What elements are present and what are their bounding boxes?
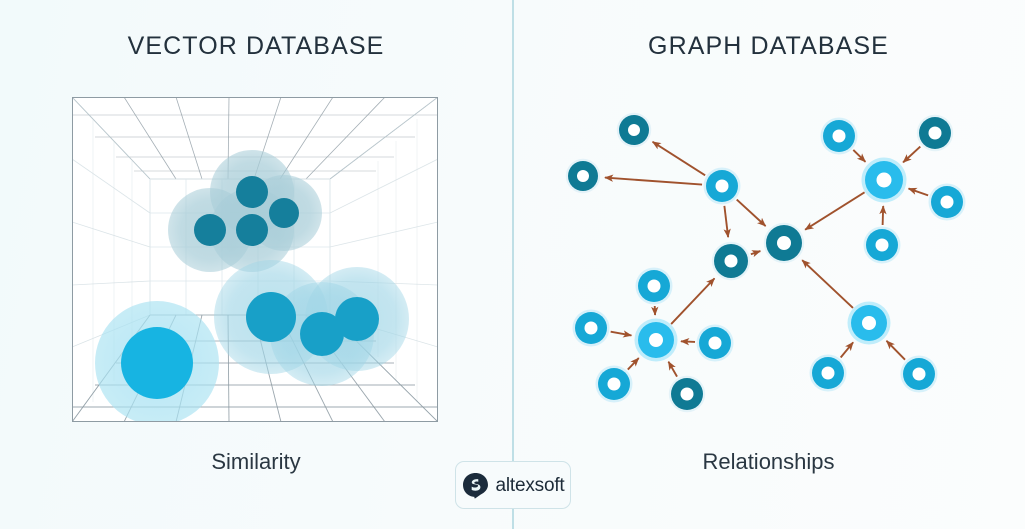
graph-edge xyxy=(604,174,703,186)
graph-edge xyxy=(839,341,854,359)
page-title-graph-database: GRAPH DATABASE xyxy=(648,32,889,60)
caption-similarity: Similarity xyxy=(211,449,301,474)
node-center xyxy=(715,179,729,193)
graph-edge xyxy=(670,277,716,325)
node-link-graph-svg xyxy=(565,112,966,413)
node-right-c[interactable] xyxy=(928,183,966,221)
graph-edge xyxy=(723,205,731,238)
node-center xyxy=(821,366,835,380)
node-center xyxy=(584,321,598,335)
vector-cluster-outlier xyxy=(95,301,219,422)
node-center xyxy=(862,316,876,330)
panel-divider xyxy=(512,0,514,529)
node-center xyxy=(928,126,942,140)
altexsoft-logo-icon xyxy=(462,472,488,498)
node-left-hub[interactable] xyxy=(634,318,678,362)
page-title-vector-database: VECTOR DATABASE xyxy=(127,32,385,60)
graph-edge xyxy=(879,205,887,226)
altexsoft-logo-badge[interactable]: altexsoft xyxy=(455,461,571,509)
graph-edge xyxy=(750,250,762,258)
node-center xyxy=(649,333,663,347)
vector-cluster-top xyxy=(168,150,322,272)
graph-edges xyxy=(604,141,929,378)
node-center xyxy=(607,377,621,391)
node-left-a[interactable] xyxy=(635,267,673,305)
node-center xyxy=(577,170,589,182)
graph-edge xyxy=(610,330,633,338)
vector-database-illustration xyxy=(72,97,438,422)
node-far-left[interactable] xyxy=(565,158,601,194)
node-center xyxy=(876,172,892,188)
node-center-hub[interactable] xyxy=(763,222,805,264)
node-center xyxy=(680,387,694,401)
node-right-b[interactable] xyxy=(916,114,954,152)
node-bottom-hub[interactable] xyxy=(847,301,891,345)
node-center xyxy=(875,238,889,252)
graph-database-illustration xyxy=(548,98,988,428)
node-center xyxy=(912,367,926,381)
node-center xyxy=(832,129,846,143)
caption-relationships: Relationships xyxy=(702,449,835,474)
graph-edge xyxy=(801,259,854,309)
vector-cluster-middle xyxy=(214,260,409,386)
graph-edge xyxy=(902,145,921,164)
node-center xyxy=(777,236,791,250)
graph-edge xyxy=(667,360,678,378)
node-center xyxy=(724,254,738,268)
node-left-c[interactable] xyxy=(595,365,633,403)
node-right-d[interactable] xyxy=(863,226,901,264)
node-center xyxy=(628,124,640,136)
altexsoft-logo-text: altexsoft xyxy=(495,474,565,496)
node-center xyxy=(708,336,722,350)
graph-edge xyxy=(736,198,767,227)
graph-edge xyxy=(627,357,640,371)
node-top-left-a[interactable] xyxy=(616,112,652,148)
node-center xyxy=(647,279,661,293)
graph-edge xyxy=(907,187,929,197)
node-bottom-b[interactable] xyxy=(900,355,938,393)
node-right-hub[interactable] xyxy=(861,157,907,203)
graph-edge xyxy=(885,340,906,361)
node-branch-lower[interactable] xyxy=(711,241,751,281)
node-right-a[interactable] xyxy=(820,117,858,155)
graph-edge xyxy=(651,141,706,177)
graph-edge xyxy=(804,191,866,231)
graph-edge xyxy=(852,149,867,163)
node-bottom-a[interactable] xyxy=(809,354,847,392)
graph-nodes xyxy=(565,112,966,413)
graph-edge xyxy=(680,338,696,346)
node-left-d[interactable] xyxy=(668,375,706,413)
node-branch-upper[interactable] xyxy=(703,167,741,205)
node-center xyxy=(940,195,954,209)
node-left-e[interactable] xyxy=(696,324,734,362)
vector-space-grid-svg xyxy=(72,97,438,422)
node-left-b[interactable] xyxy=(572,309,610,347)
